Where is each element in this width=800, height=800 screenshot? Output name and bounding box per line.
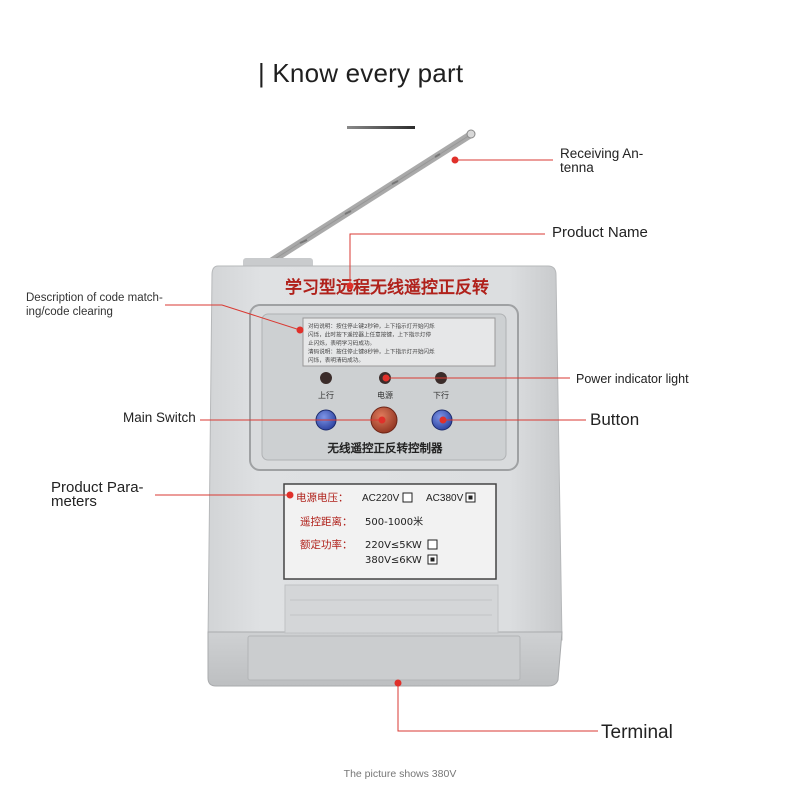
product-name-leader — [349, 233, 545, 286]
label-power-indicator: Power indicator light — [576, 372, 689, 386]
plate-power-opt2: 380V≤6KW — [365, 555, 422, 566]
checkbox-220v — [402, 492, 413, 503]
instruction-text: 对码说明：按住停止键2秒钟，上下指示灯开始闪烁闪烁，此时按下遥控器上任意按键，上… — [308, 322, 435, 364]
plate-distance-label: 遥控距离： — [300, 515, 353, 528]
device-top-title: 学习型远程无线遥控正反转 — [285, 277, 489, 298]
plate-voltage-opt2: AC380V — [426, 493, 464, 504]
checkbox-5kw — [427, 539, 438, 550]
plate-voltage-label: 电源电压： — [296, 491, 349, 504]
indicator-power-label: 电源 — [377, 390, 393, 400]
parameter-plate — [283, 483, 497, 580]
footer-caption: The picture shows 380V — [343, 768, 457, 780]
label-main-switch: Main Switch — [123, 410, 196, 425]
plate-distance-value: 500-1000米 — [365, 515, 423, 528]
indicator-up-light — [320, 372, 332, 384]
callout-dots — [286, 156, 459, 687]
label-product-parameters: Product Para- meters — [51, 479, 144, 510]
terminal-leader — [397, 683, 598, 732]
page-title: | Know every part — [258, 58, 464, 88]
plate-power-opt1: 220V≤5KW — [365, 540, 422, 551]
indicator-down-label: 下行 — [433, 390, 449, 400]
label-product-name: Product Name — [552, 224, 648, 241]
label-terminal: Terminal — [601, 722, 673, 743]
code-desc-leader — [165, 304, 301, 331]
label-code-description: Description of code match- ing/code clea… — [26, 292, 163, 318]
title-underline — [347, 126, 415, 129]
plate-power-label: 额定功率： — [300, 538, 353, 551]
controller-name: 无线遥控正反转控制器 — [327, 441, 443, 455]
plate-voltage-opt1: AC220V — [362, 493, 400, 504]
indicator-up-label: 上行 — [318, 390, 334, 400]
label-button: Button — [590, 410, 640, 429]
label-receiving-antenna: Receiving An- tenna — [560, 146, 644, 175]
callout-lines — [155, 159, 598, 732]
antenna — [266, 129, 476, 266]
